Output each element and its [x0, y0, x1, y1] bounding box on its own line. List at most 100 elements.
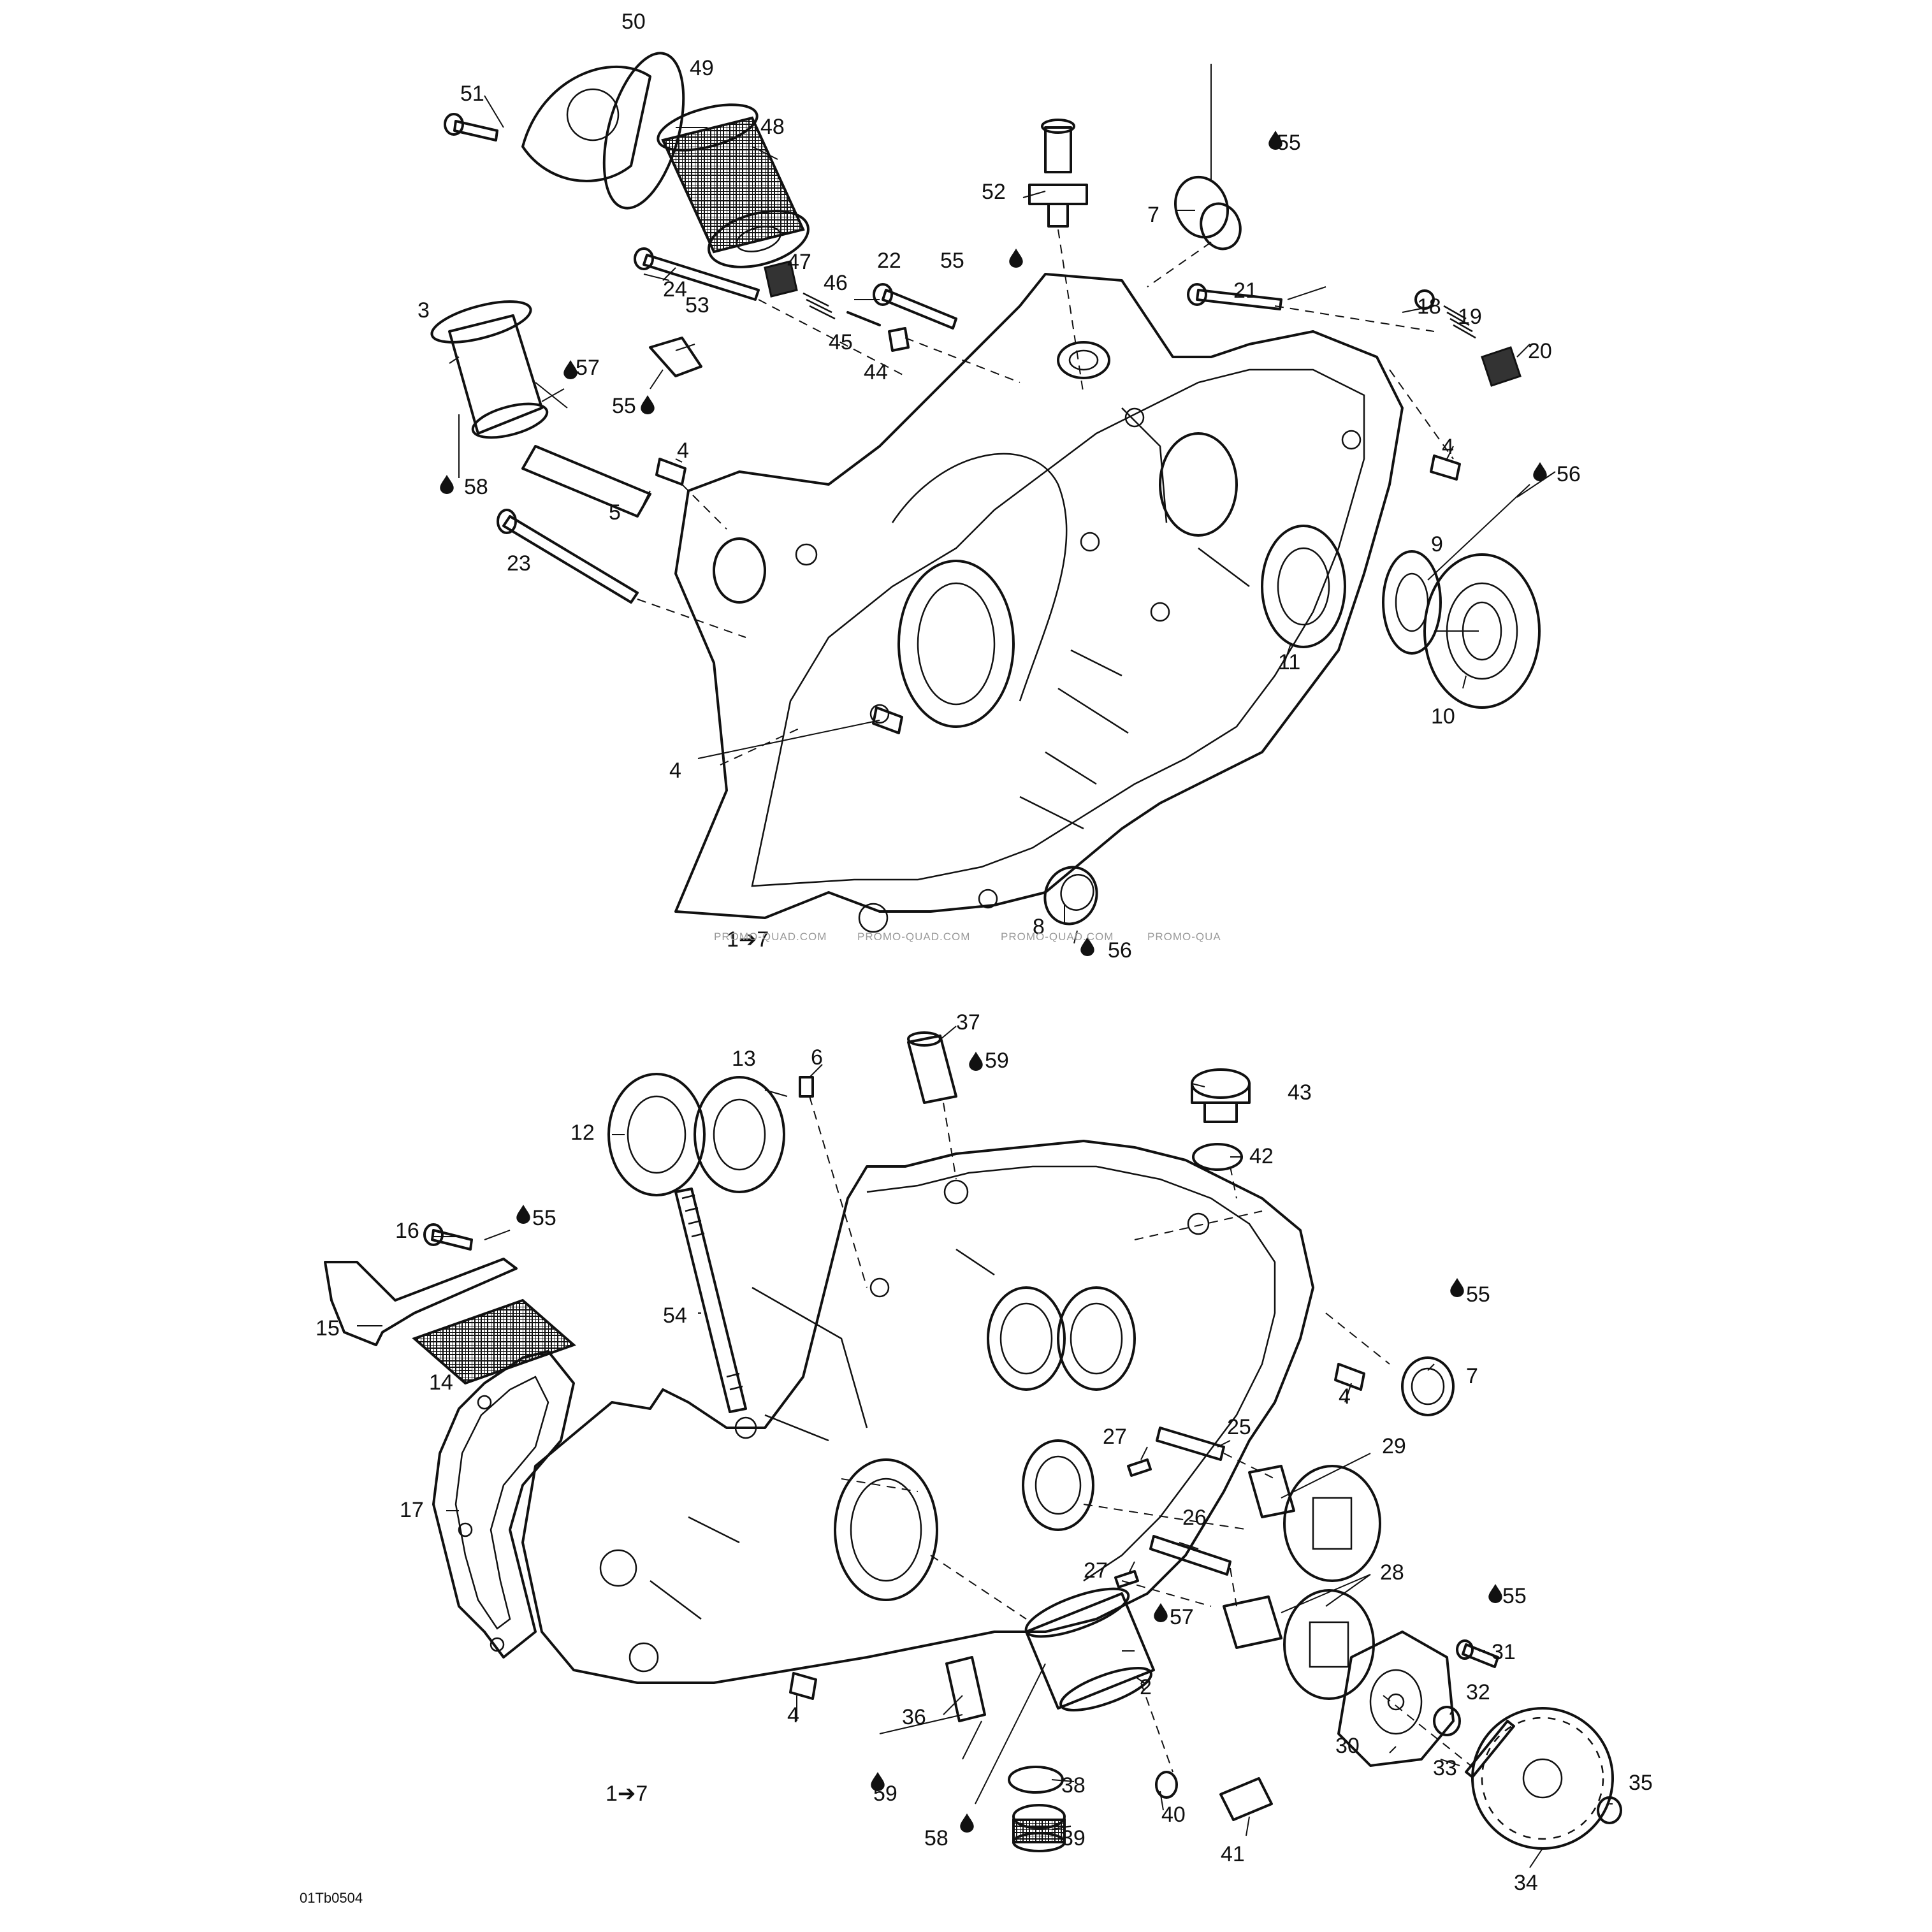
- callout-8: 8: [1033, 915, 1045, 939]
- gasket-hole-3: [490, 1637, 505, 1652]
- callout-41: 41: [1221, 1842, 1245, 1866]
- oil-drop-icon: [516, 1205, 530, 1224]
- crank-bore-lower-inner: [850, 1478, 922, 1582]
- part-35-clip: [1597, 1796, 1622, 1824]
- lower-hole-b: [628, 1642, 659, 1673]
- lower-hole-e: [869, 1277, 890, 1298]
- part-16-screw-head: [423, 1223, 444, 1246]
- hole-c: [1124, 407, 1145, 428]
- callout-12: 12: [570, 1121, 595, 1145]
- callout-55: 55: [1502, 1584, 1527, 1608]
- callout-39: 39: [1061, 1826, 1086, 1850]
- gasket-hole-1: [477, 1395, 492, 1410]
- watermark: PROMO-QUAD.COM: [714, 931, 827, 943]
- callout-53: 53: [685, 293, 709, 317]
- callout-32: 32: [1466, 1680, 1490, 1704]
- part-50-filter-cover: [521, 65, 651, 182]
- part-13-bearing: [694, 1076, 785, 1193]
- part-31-screw: [1462, 1643, 1499, 1668]
- callout-36: 36: [902, 1705, 926, 1729]
- part-11-bearing: [1261, 525, 1346, 648]
- callout-24: 24: [663, 277, 687, 301]
- callout-58: 58: [464, 475, 488, 499]
- lower-web: [650, 1248, 995, 1620]
- callout-30: 30: [1335, 1734, 1360, 1758]
- callout-28: 28: [1380, 1560, 1404, 1585]
- callout-46: 46: [824, 271, 848, 295]
- callout-16: 16: [395, 1219, 419, 1243]
- callout-35: 35: [1629, 1771, 1653, 1795]
- watermark: PROMO-QUA: [1147, 931, 1221, 943]
- main-bearing-bore-2: [1057, 1286, 1136, 1391]
- part-27-pin-a: [1127, 1458, 1152, 1477]
- pump-bore-inner: [1035, 1455, 1082, 1515]
- boss-2: [1057, 341, 1110, 379]
- drawing-code: 01Tb0504: [300, 1890, 363, 1906]
- callout-27: 27: [1084, 1558, 1108, 1583]
- callout-42: 42: [1249, 1144, 1274, 1168]
- main-bearing-bore-1: [987, 1286, 1066, 1391]
- callout-21: 21: [1233, 279, 1258, 303]
- upper-crankcase-gasket-face: [751, 368, 1365, 887]
- hole-e: [869, 704, 890, 724]
- callout-5: 5: [609, 500, 621, 525]
- part-24-bolt: [643, 254, 760, 301]
- part-43-plug: [1191, 1068, 1251, 1123]
- part-44-ball: [888, 327, 910, 352]
- callout-56: 56: [1557, 462, 1581, 486]
- oil-drop-icon: [1533, 462, 1547, 481]
- part-4-dowel-b: [1430, 454, 1461, 481]
- callout-48: 48: [760, 115, 785, 139]
- callout-6: 6: [811, 1045, 823, 1070]
- callout-7: 7: [1466, 1364, 1478, 1388]
- part-26-shaft: [1149, 1535, 1231, 1576]
- callout-1-7: 1➔7: [606, 1782, 648, 1806]
- callout-9: 9: [1431, 532, 1443, 556]
- callout-29: 29: [1382, 1434, 1406, 1458]
- callout-51: 51: [460, 82, 484, 106]
- part-6-dowel: [799, 1076, 814, 1098]
- callout-34: 34: [1514, 1871, 1538, 1895]
- part-38-o-ring: [1008, 1766, 1064, 1794]
- lower-gasket-face: [866, 1165, 1276, 1582]
- callout-19: 19: [1458, 305, 1482, 329]
- part-14-screen: [412, 1298, 576, 1385]
- part-4-dowel-d: [1334, 1363, 1365, 1391]
- callout-37: 37: [956, 1010, 980, 1035]
- part-45-pin: [846, 311, 881, 326]
- part-29-rotor: [1248, 1465, 1381, 1582]
- lower-hole-d: [1187, 1212, 1210, 1235]
- callout-4: 4: [669, 759, 681, 783]
- part-4-dowel-c: [872, 706, 903, 734]
- part-47-plug: [764, 260, 798, 298]
- upper-assembly-lines: [637, 229, 1454, 766]
- part-5-pin: [521, 445, 651, 518]
- callout-17: 17: [400, 1498, 424, 1522]
- callout-22: 22: [877, 249, 901, 273]
- callout-31: 31: [1492, 1640, 1516, 1664]
- part-2-bushing: [1024, 1587, 1155, 1711]
- callout-38: 38: [1061, 1773, 1086, 1798]
- callout-20: 20: [1528, 339, 1552, 363]
- hole-b: [1080, 532, 1100, 552]
- crank-bore: [897, 560, 1015, 728]
- part-25-shaft: [1156, 1427, 1225, 1461]
- crank-bore-inner: [917, 582, 996, 706]
- callout-4: 4: [787, 1703, 799, 1727]
- callout-55: 55: [1466, 1282, 1490, 1307]
- oil-drop-icon: [1009, 249, 1023, 268]
- lower-hole-f: [734, 1416, 757, 1439]
- crank-bore-lower: [834, 1458, 938, 1601]
- part-24-bolt-head: [634, 247, 654, 270]
- part-33-pin: [1465, 1720, 1515, 1778]
- oil-drop-icon: [969, 1052, 983, 1071]
- part-51-screw-head: [444, 113, 464, 136]
- lower-hole-a: [599, 1549, 637, 1587]
- part-15-bracket: [324, 1258, 518, 1346]
- watermark-row: PROMO-QUAD.COM PROMO-QUAD.COM PROMO-QUAD…: [714, 931, 1221, 943]
- callout-10: 10: [1431, 704, 1455, 729]
- part-19-spring: [1443, 305, 1476, 339]
- hole-d: [1150, 602, 1170, 622]
